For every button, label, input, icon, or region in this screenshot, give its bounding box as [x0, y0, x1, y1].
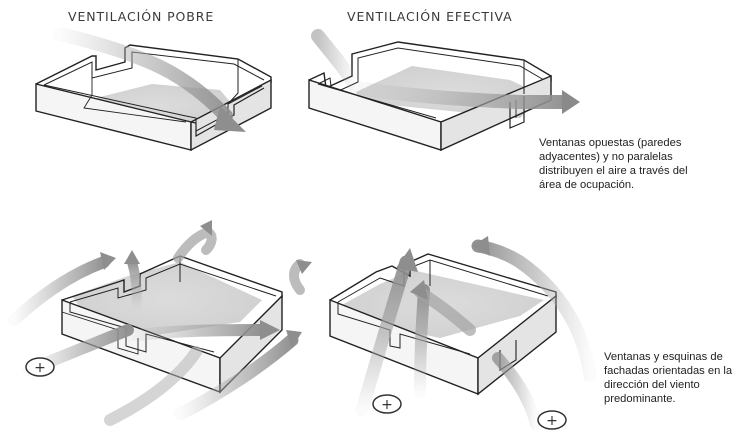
note-line: dirección del viento	[604, 379, 700, 391]
building-poor-ventilation	[35, 27, 272, 152]
note-line: Ventanas y esquinas de	[604, 351, 723, 363]
building-multiple-openings	[8, 220, 312, 426]
note-line: Ventanas opuestas (paredes	[539, 137, 682, 149]
note-line: predominante.	[604, 393, 676, 405]
building-oriented-facades	[329, 236, 597, 430]
note-line: adyacentes) y no paralelas	[539, 151, 673, 163]
heading-effective-ventilation: VENTILACIÓN EFECTIVA	[347, 9, 513, 24]
note-line: área de ocupación.	[539, 179, 635, 191]
marker-symbol: +	[34, 360, 46, 376]
marker-symbol: +	[546, 413, 558, 429]
note-line: distribuyen el aire a través del	[539, 165, 688, 177]
positive-pressure-marker-1: +	[25, 357, 55, 377]
building-effective-ventilation	[308, 29, 580, 152]
note-line: fachadas orientadas en la	[604, 365, 733, 377]
positive-pressure-marker-2: +	[372, 394, 402, 414]
heading-poor-ventilation: VENTILACIÓN POBRE	[68, 9, 215, 24]
note-oriented-facades: Ventanas y esquinas de fachadas orientad…	[604, 350, 732, 406]
note-opposite-windows: Ventanas opuestas (paredes adyacentes) y…	[539, 136, 688, 192]
positive-pressure-marker-3: +	[537, 410, 567, 430]
marker-symbol: +	[381, 397, 393, 413]
